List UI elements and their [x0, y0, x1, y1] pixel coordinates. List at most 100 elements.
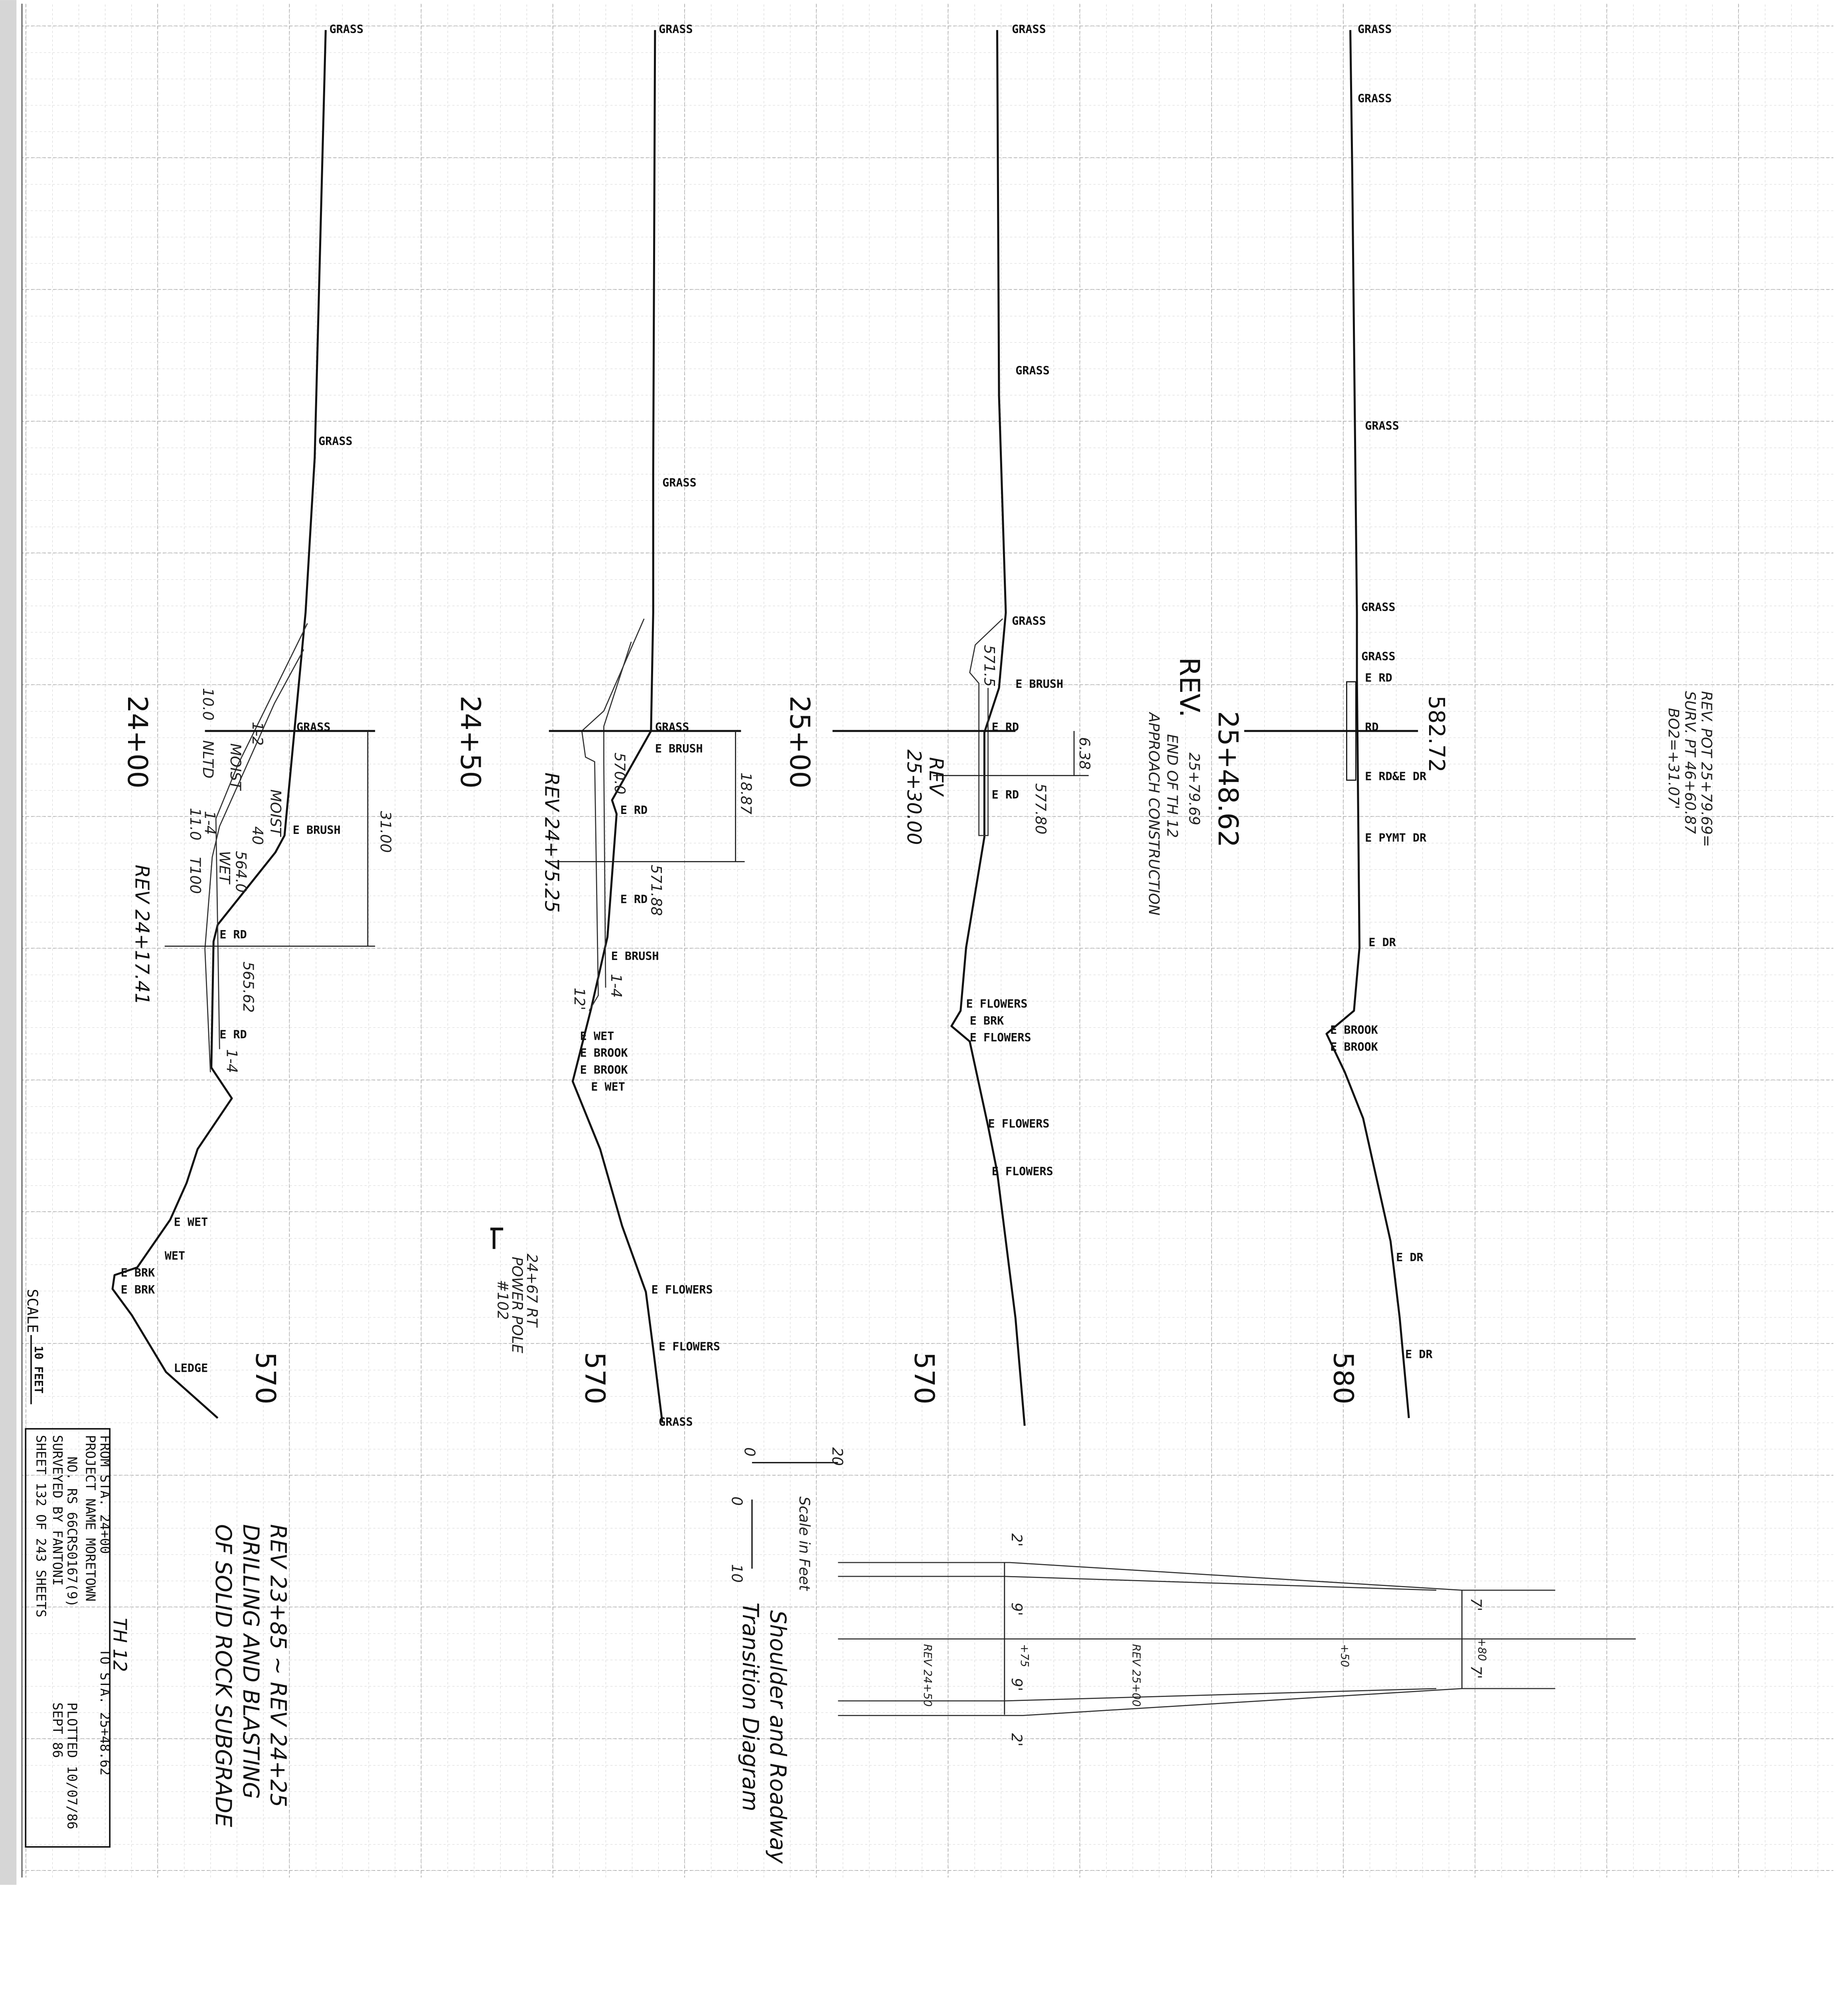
- terrain-label: E WET: [591, 1080, 625, 1093]
- work-description: OF SOLID ROCK SUBGRADE: [211, 1524, 236, 1827]
- scale-caption: Scale in Feet: [796, 1496, 813, 1591]
- scale-tick: 10: [728, 1564, 745, 1583]
- ground-profile: [111, 30, 327, 1419]
- terrain-label: WET: [165, 1249, 185, 1262]
- terrain-label: E DR: [1368, 936, 1396, 949]
- station-tick: +80: [1476, 1638, 1489, 1661]
- terrain-label: GRASS: [296, 721, 331, 734]
- section-24-00: GRASS GRASS GRASS E BRUSH E RD E RD E WE…: [111, 23, 394, 1419]
- note: 1-4: [223, 1049, 241, 1073]
- note: REV: [925, 757, 947, 797]
- elevation-label: 580: [1327, 1352, 1359, 1404]
- station-label: 25+48.62: [1212, 711, 1244, 847]
- dimension-value: 6.38: [1076, 737, 1093, 770]
- design-line: [969, 618, 1003, 836]
- handwritten-notes: REV 23+85 ~ REV 24+25 DRILLING AND BLAST…: [109, 1524, 291, 1827]
- scale-tick: 0: [728, 1496, 745, 1505]
- terrain-label: LEDGE: [174, 1361, 208, 1375]
- station-label: 24+00: [121, 695, 153, 788]
- station-label: 24+50: [454, 695, 486, 788]
- terrain-label: GRASS: [1358, 92, 1392, 105]
- terrain-label: E FLOWERS: [659, 1340, 720, 1353]
- terrain-label: GRASS: [1361, 650, 1396, 663]
- elevation-label: 570: [908, 1352, 940, 1404]
- ground-profile: [571, 30, 663, 1423]
- station-tick: REV 24+50: [921, 1644, 934, 1707]
- terrain-label: GRASS: [1361, 601, 1396, 614]
- terrain-label: GRASS: [1365, 419, 1399, 433]
- design-line: [603, 642, 632, 988]
- terrain-label: E FLOWERS: [992, 1165, 1053, 1178]
- section-25-00: GRASS GRASS GRASS E BRUSH E RD E RD E FL…: [784, 23, 1093, 1426]
- surveyed-by: SURVEYED BY FANTONI: [50, 1435, 65, 1586]
- note: 571.5: [981, 645, 998, 687]
- station-tick: REV 25+00: [1130, 1644, 1143, 1707]
- elevation-label: 570: [579, 1352, 611, 1404]
- terrain-label: E RD&E DR: [1365, 770, 1427, 783]
- terrain-label: E RD: [1365, 672, 1392, 685]
- terrain-label: E BRUSH: [655, 742, 703, 755]
- transition-diagram: 0 20 0 10 Scale in Feet Shoulder and Roa…: [728, 1447, 1636, 1864]
- note: 1-4: [608, 974, 625, 998]
- shoulder-edge: [838, 1688, 1556, 1716]
- note: BO2=+31.07': [1665, 708, 1682, 809]
- scale-tick: 0: [741, 1447, 758, 1456]
- terrain-label: E RD: [992, 721, 1019, 734]
- terrain-label: E RD: [219, 1028, 247, 1041]
- project-number: NO. RS 66CRS0167(9): [65, 1456, 80, 1607]
- to-station: TO STA. 25+48.62: [97, 1649, 113, 1776]
- shoulder-edge: [838, 1562, 1556, 1591]
- dimension-value: 31.00: [377, 811, 394, 853]
- revision-note: REV 24+75.25: [541, 772, 563, 913]
- title-block-frame: [25, 1428, 111, 1848]
- note: APPROACH CONSTRUCTION: [1145, 712, 1163, 916]
- note: SURV. PT 46+60.87: [1682, 691, 1699, 834]
- dimension-value: 18.87: [737, 772, 754, 814]
- project-name: PROJECT NAME MORETOWN: [83, 1435, 99, 1601]
- note: 571.88: [648, 865, 665, 916]
- note: NLTD: [199, 740, 217, 778]
- terrain-label: GRASS: [1015, 364, 1050, 377]
- terrain-label: E FLOWERS: [966, 997, 1027, 1010]
- scan-edge: [0, 0, 17, 1885]
- design-line: [581, 618, 645, 1011]
- dimension-value: 7': [1467, 1665, 1485, 1679]
- note: 570.0: [611, 753, 628, 794]
- terrain-label: GRASS: [1012, 614, 1046, 628]
- note: 24+67 RT: [523, 1254, 541, 1328]
- note: 564.0: [233, 851, 250, 893]
- dimension-value: 7': [1467, 1598, 1485, 1611]
- elevation-label: 570: [249, 1352, 281, 1404]
- terrain-label: E FLOWERS: [988, 1117, 1050, 1130]
- ground-profile: [950, 30, 1026, 1426]
- note: 12': [571, 988, 588, 1010]
- scale-value: 10 FEET: [32, 1346, 45, 1394]
- revision-range: REV 23+85 ~ REV 24+25: [266, 1524, 291, 1807]
- revision-note: REV 24+17.41: [130, 865, 153, 1005]
- terrain-label: RD: [1365, 721, 1378, 734]
- terrain-label: E RD: [620, 804, 648, 817]
- elevation-value: 582.72: [1424, 695, 1449, 772]
- terrain-label: E DR: [1405, 1348, 1433, 1361]
- diagram-title: Transition Diagram: [738, 1602, 763, 1811]
- terrain-label: E BRK: [970, 1014, 1004, 1027]
- station-label: 25+00: [784, 695, 815, 788]
- revision-label: REV.: [1173, 657, 1205, 717]
- note: 577.80: [1032, 783, 1049, 834]
- scale-bar: SCALE 10 FEET: [24, 1289, 45, 1404]
- terrain-label: E WET: [580, 1029, 614, 1043]
- terrain-label: E BRK: [121, 1283, 155, 1296]
- terrain-label: E BRUSH: [611, 950, 659, 963]
- terrain-label: E RD: [219, 928, 247, 941]
- terrain-label: E FLOWERS: [970, 1031, 1031, 1044]
- terrain-label: GRASS: [659, 23, 693, 36]
- terrain-label: GRASS: [662, 476, 697, 490]
- grid-major: [22, 4, 1834, 1878]
- note: POWER POLE: [509, 1257, 526, 1354]
- terrain-label: GRASS: [659, 1415, 693, 1428]
- terrain-label: E BROOK: [1330, 1040, 1378, 1053]
- scale-label: SCALE: [24, 1289, 41, 1333]
- note: #102: [494, 1280, 511, 1320]
- note: REV. POT 25+79.69=: [1698, 691, 1715, 847]
- dimension-value: 9': [1008, 1678, 1025, 1691]
